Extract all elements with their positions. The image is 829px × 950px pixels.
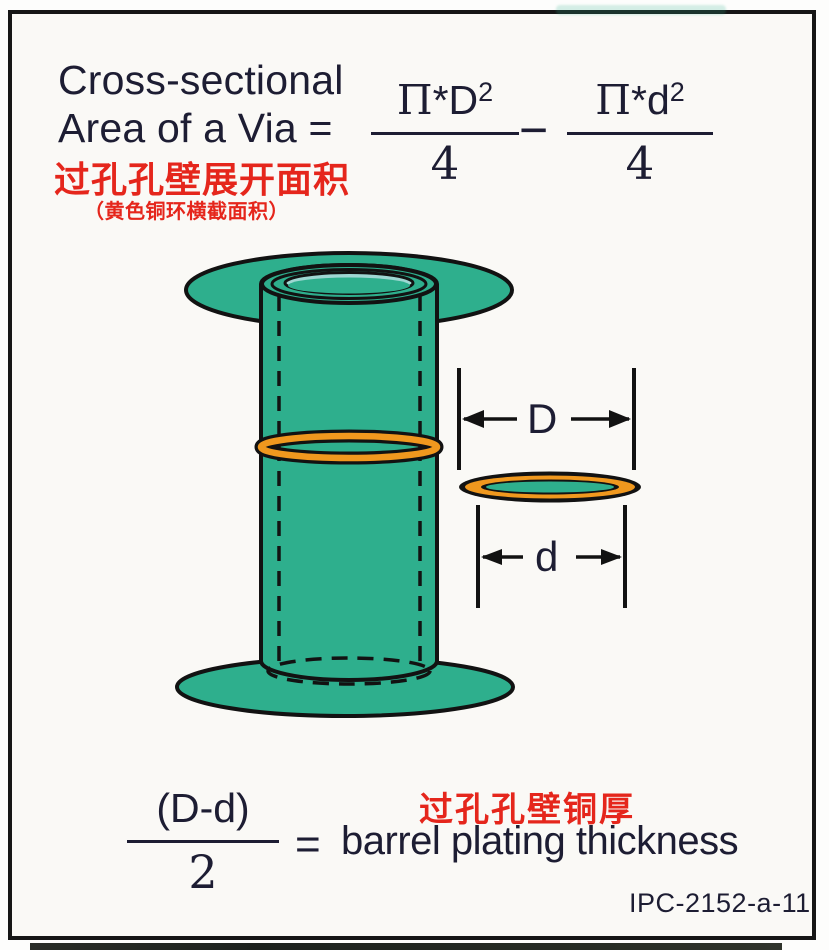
title-chinese-note: （黄色铜环横截面积） bbox=[84, 201, 289, 223]
figure-reference: IPC-2152-a-11 bbox=[629, 888, 811, 918]
fraction-inner-area: Π*d2 4 bbox=[567, 77, 713, 189]
scan-artifact-top bbox=[556, 5, 726, 15]
minus-sign: − bbox=[519, 102, 549, 158]
multiply-star: * bbox=[432, 77, 449, 123]
dim-D-arrowhead-left bbox=[462, 410, 484, 428]
dim-d-arrowhead-left bbox=[481, 549, 502, 565]
ring-disc-center bbox=[486, 481, 614, 493]
hole-fill bbox=[288, 277, 410, 294]
fraction-inner-denominator: 4 bbox=[625, 137, 655, 190]
page-title: Cross-sectional Area of a Via = bbox=[58, 56, 344, 152]
title-chinese: 过孔孔壁展开面积 bbox=[54, 159, 351, 200]
fraction-thickness-denominator: 2 bbox=[188, 845, 218, 899]
fraction-outer-numerator: Π*D2 bbox=[371, 77, 519, 132]
title-line-2: Area of a Via = bbox=[58, 105, 333, 151]
fraction-thickness-numerator: (D-d) bbox=[156, 785, 250, 831]
variable-D: D bbox=[448, 77, 479, 123]
dim-D-arrowhead-right bbox=[609, 410, 631, 428]
fraction-bar bbox=[371, 132, 519, 135]
barrel-lower-fill bbox=[261, 600, 437, 680]
variable-d: d bbox=[646, 77, 670, 123]
multiply-star: * bbox=[630, 77, 647, 123]
fraction-plating-thickness: (D-d) 2 bbox=[127, 785, 279, 897]
dim-D-label: D bbox=[527, 395, 558, 442]
hidden-bottom-rim bbox=[266, 656, 432, 686]
equals-sign: = bbox=[295, 820, 321, 869]
fraction-bar bbox=[127, 840, 279, 843]
thickness-label-english: barrel plating thickness bbox=[341, 819, 739, 863]
fraction-outer-denominator: 4 bbox=[430, 137, 460, 190]
dim-d-label: d bbox=[535, 533, 559, 580]
dim-d-arrowhead-right bbox=[601, 549, 622, 565]
fraction-outer-area: Π*D2 4 bbox=[371, 77, 519, 189]
scan-artifact-bottom bbox=[30, 943, 782, 950]
pi-symbol: Π bbox=[396, 76, 433, 124]
exponent: 2 bbox=[669, 77, 685, 107]
fraction-inner-numerator: Π*d2 bbox=[567, 77, 713, 132]
via-barrel-diagram bbox=[175, 251, 641, 718]
title-line-1: Cross-sectional bbox=[58, 57, 344, 103]
fraction-bar bbox=[567, 132, 713, 135]
thickness-label-chinese: 过孔孔壁铜厚 bbox=[419, 791, 635, 829]
copper-ring bbox=[257, 432, 441, 462]
exponent: 2 bbox=[478, 77, 494, 107]
pi-symbol: Π bbox=[595, 76, 631, 124]
